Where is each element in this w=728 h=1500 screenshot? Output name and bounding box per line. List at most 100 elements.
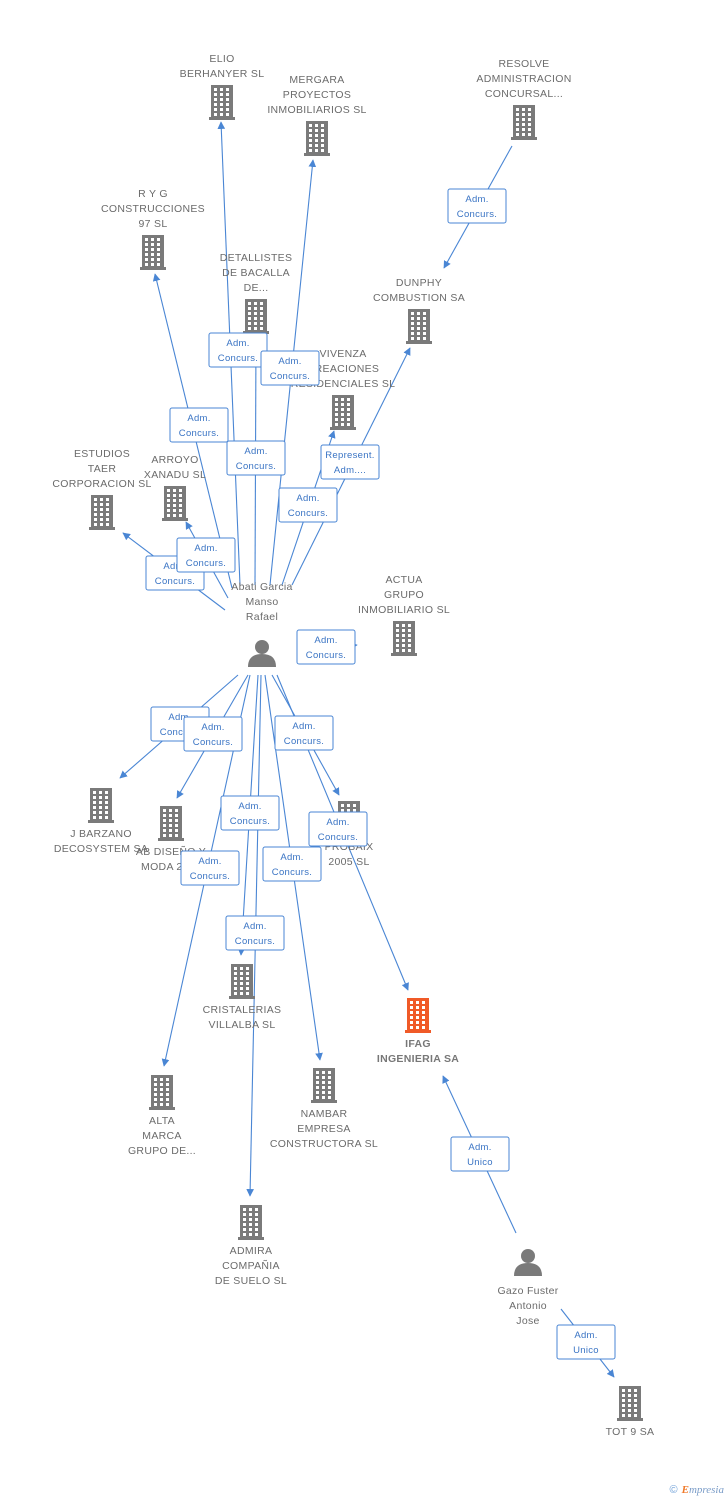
edge-badge-box[interactable]: [262, 846, 322, 882]
edge-badge[interactable]: Adm.Concurs.: [180, 850, 240, 886]
edge-badge-box[interactable]: [447, 188, 507, 224]
edge-badge[interactable]: Adm.Concurs.: [226, 440, 286, 476]
edge-badge[interactable]: Adm.Concurs.: [262, 846, 322, 882]
edge-badge[interactable]: Adm. Concurs.: [169, 407, 229, 443]
node-tot9[interactable]: TOT 9 SA: [606, 1386, 655, 1438]
node-label: TOT 9 SA: [606, 1426, 655, 1438]
edge-badge-box[interactable]: [225, 915, 285, 951]
edge-badge-label: Adm.: [465, 194, 488, 205]
edge-badge[interactable]: Adm.Concurs.: [308, 811, 368, 847]
node-label: CONSTRUCCIONES: [101, 203, 205, 215]
edge-badge-box[interactable]: [183, 716, 243, 752]
edge-badge-label: Concurs.: [193, 737, 233, 748]
edge-badge-label: Concurs.: [235, 936, 275, 947]
edge-badge-label: Concurs.: [230, 816, 270, 827]
edge-badge-label: Adm.: [243, 921, 266, 932]
building-icon: [162, 486, 188, 521]
node-label: DE...: [244, 282, 269, 294]
node-label: ADMIRA: [230, 1245, 273, 1257]
edge-badge-box[interactable]: [308, 811, 368, 847]
node-label: XANADU SL: [144, 469, 206, 481]
node-resolve[interactable]: RESOLVEADMINISTRACIONCONCURSAL...: [476, 58, 571, 140]
building-icon: [209, 85, 235, 120]
edge-badge-box[interactable]: [278, 487, 338, 523]
edge-badge-box[interactable]: [274, 715, 334, 751]
building-icon: [304, 121, 330, 156]
edge-badge-label: Adm....: [334, 465, 366, 476]
edge-badge[interactable]: Adm. Concurs.: [183, 716, 243, 752]
edge-badge[interactable]: Adm.Unico: [450, 1136, 510, 1172]
edge-badge[interactable]: Adm.Unico: [556, 1324, 616, 1360]
edge-badge-box[interactable]: [226, 440, 286, 476]
edge-badge[interactable]: Represent.Adm....: [320, 444, 380, 480]
node-label: CRISTALERIAS: [203, 1004, 282, 1016]
edge-badge-label: Concurs.: [284, 736, 324, 747]
node-label: CREACIONES: [307, 363, 379, 375]
building-icon: [617, 1386, 643, 1421]
edge-badge-label: Concurs.: [218, 353, 258, 364]
edge-badge-label: Adm.: [201, 722, 224, 733]
brand-initial: E: [681, 1484, 689, 1496]
node-label: ALTA: [149, 1115, 175, 1127]
node-label: MERGARA: [289, 74, 344, 86]
edge-badge-label: Concurs.: [179, 428, 219, 439]
node-label: INMOBILIARIO SL: [358, 604, 450, 616]
edge-badge[interactable]: Adm.Concurs.: [208, 332, 268, 368]
node-label: Gazo Fuster: [497, 1285, 558, 1297]
edge-badge-box[interactable]: [296, 629, 356, 665]
edge-badge[interactable]: Adm. Concurs.: [225, 915, 285, 951]
node-label: COMBUSTION SA: [373, 292, 465, 304]
building-icon: [311, 1068, 337, 1103]
edge-badge-box[interactable]: [220, 795, 280, 831]
node-label: ADMINISTRACION: [476, 73, 571, 85]
edge-badge-box[interactable]: [208, 332, 268, 368]
node-label: INMOBILIARIOS SL: [267, 104, 366, 116]
edge-badge-box[interactable]: [450, 1136, 510, 1172]
edge-badge-label: Adm.: [314, 635, 337, 646]
brand-name: mpresia: [688, 1484, 724, 1496]
edge-badge[interactable]: Adm.Concurs.: [220, 795, 280, 831]
edge-badge[interactable]: Adm.Concurs.: [447, 188, 507, 224]
edge-badge-box[interactable]: [176, 537, 236, 573]
edge-badge-label: Adm.: [168, 712, 191, 723]
edge-badge[interactable]: Adm.Concurs.: [260, 350, 320, 386]
edge-badge-box[interactable]: [556, 1324, 616, 1360]
edge-badge[interactable]: Adm.Concurs.: [296, 629, 356, 665]
edge-badge-label: Unico: [467, 1157, 493, 1168]
node-label: 2005 SL: [328, 856, 369, 868]
node-label: MARCA: [142, 1130, 181, 1142]
node-label: CONCURSAL...: [485, 88, 563, 100]
edge-badge[interactable]: Adm.Concurs.: [278, 487, 338, 523]
copyright-icon: ©: [669, 1484, 678, 1496]
edge-badge[interactable]: Adm.Concurs.: [274, 715, 334, 751]
building-icon: [243, 299, 269, 334]
edge-badge-box[interactable]: [169, 407, 229, 443]
edge-badge-label: Concurs.: [270, 371, 310, 382]
edge-badge-label: Adm.: [187, 413, 210, 424]
edge-badge-box[interactable]: [320, 444, 380, 480]
edge-badge-box[interactable]: [180, 850, 240, 886]
edge-badge-box[interactable]: [260, 350, 320, 386]
footer-brand[interactable]: ©Empresia: [670, 1484, 725, 1496]
building-icon: [229, 964, 255, 999]
building-icon: [511, 105, 537, 140]
edge-badge[interactable]: Adm.Concurs.: [176, 537, 236, 573]
node-label: COMPAÑIA: [222, 1259, 280, 1272]
